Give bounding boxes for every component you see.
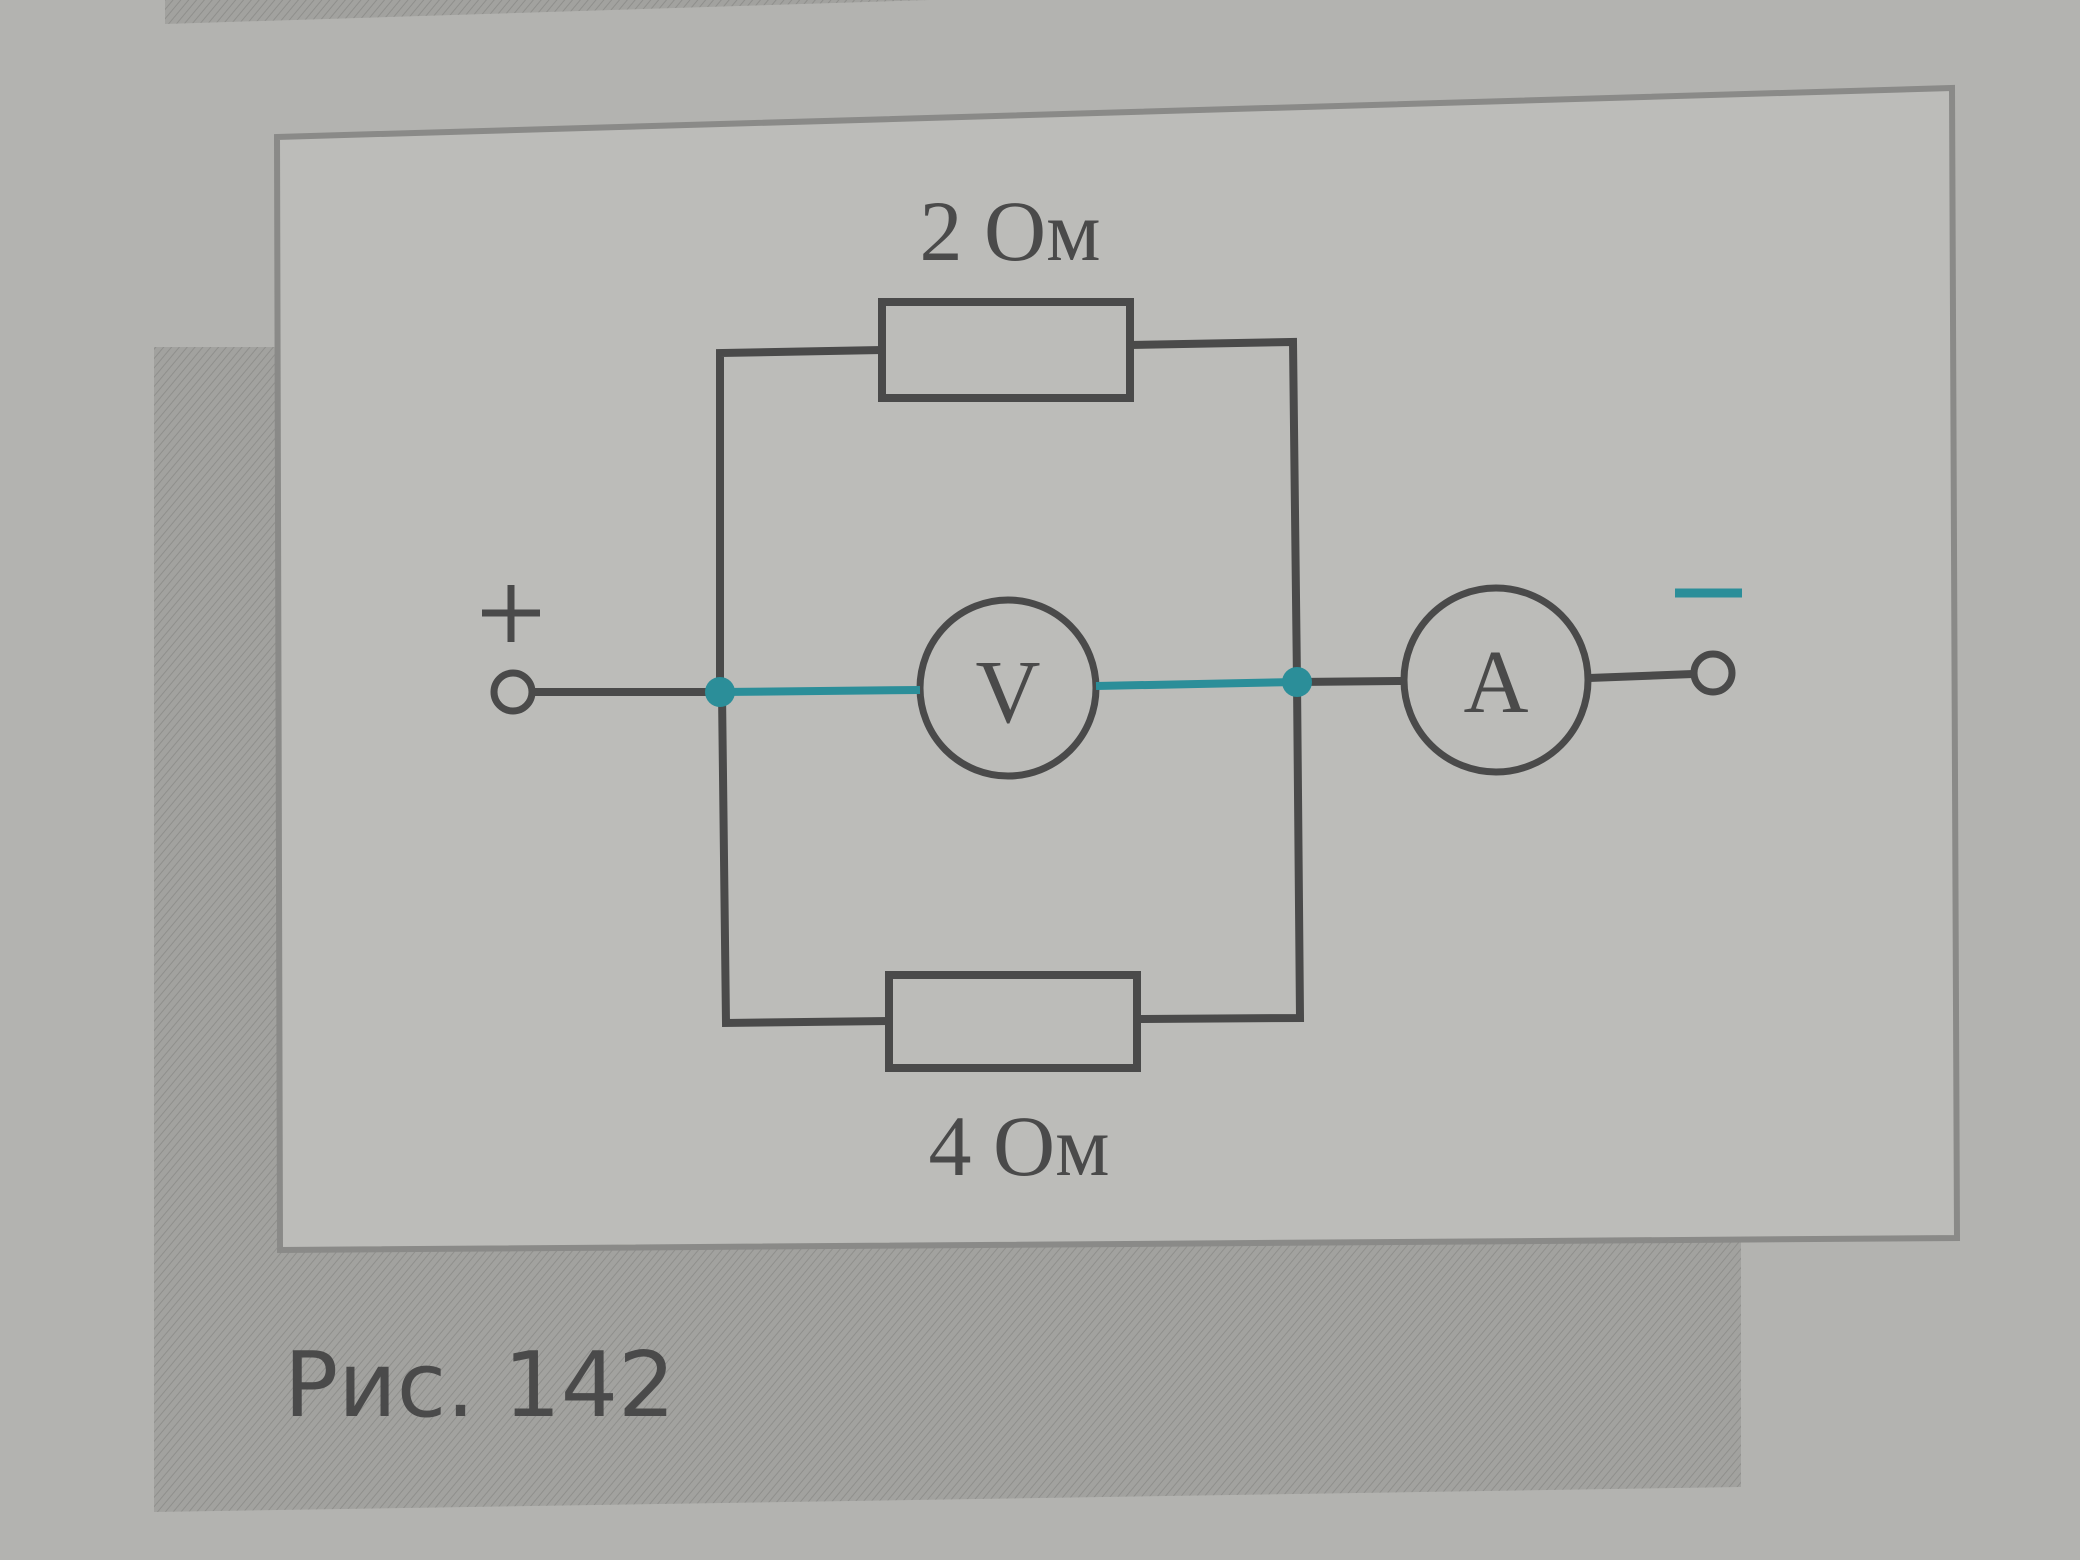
voltmeter-letter: V bbox=[976, 643, 1041, 742]
wire-top-left bbox=[716, 346, 883, 693]
voltmeter-symbol bbox=[916, 596, 1100, 780]
ammeter-letter: A bbox=[1464, 633, 1529, 732]
top-shaded-band bbox=[165, 0, 930, 24]
junction-left bbox=[705, 677, 735, 707]
wire-output bbox=[1588, 670, 1694, 682]
plus-icon bbox=[482, 585, 540, 642]
ammeter-symbol bbox=[1400, 584, 1592, 776]
shaded-caption-panel bbox=[154, 347, 1741, 1512]
junction-right bbox=[1282, 667, 1312, 697]
positive-terminal bbox=[490, 669, 536, 715]
wire-bottom-left bbox=[718, 692, 890, 1028]
wire-top-right bbox=[1129, 337, 1301, 683]
label-resistor-bottom: 4 Ом bbox=[928, 1098, 1109, 1194]
voltmeter-lead-left bbox=[719, 686, 921, 696]
wire-to-ammeter bbox=[1296, 677, 1404, 686]
figure-caption: Рис. 142 bbox=[284, 1333, 675, 1438]
negative-terminal bbox=[1690, 650, 1736, 696]
voltmeter-lead-right bbox=[1095, 678, 1298, 690]
wire-bottom-right bbox=[1136, 681, 1305, 1023]
resistor-2-ohm bbox=[878, 298, 1134, 402]
figure-frame bbox=[273, 84, 1961, 1254]
label-resistor-top: 2 Ом bbox=[919, 183, 1100, 279]
resistor-4-ohm bbox=[885, 971, 1141, 1072]
